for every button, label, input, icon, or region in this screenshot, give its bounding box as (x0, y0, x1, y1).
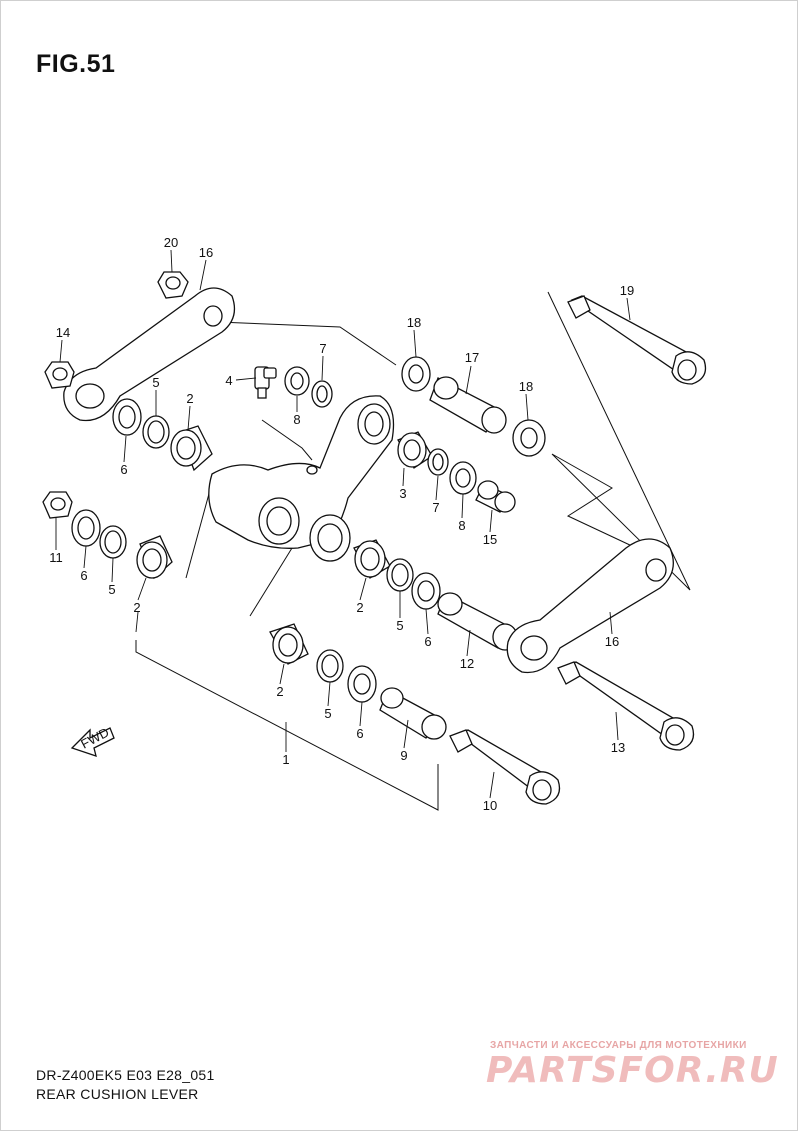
part-11-nut (42, 491, 73, 519)
callout-6-a: 6 (120, 462, 127, 477)
callout-2-b: 2 (133, 600, 140, 615)
callout-8-a: 8 (293, 412, 300, 427)
part-16-tie-rod-lower (506, 538, 674, 674)
part-16-tie-rod-upper (63, 287, 236, 422)
callout-6-b: 6 (80, 568, 87, 583)
part-15-collar (475, 480, 516, 513)
part-2-bearing-b (136, 535, 173, 580)
callout-4: 4 (225, 373, 232, 388)
callout-12: 12 (460, 656, 474, 671)
part-5-seal-c (386, 558, 414, 592)
callout-18-a: 18 (407, 315, 421, 330)
callouts: 20 16 14 6 5 2 4 8 7 18 17 18 19 3 7 8 1… (49, 235, 634, 813)
callout-6-d: 6 (356, 726, 363, 741)
callout-6-c: 6 (424, 634, 431, 649)
part-5-seal-b (99, 525, 127, 559)
callout-5-c: 5 (396, 618, 403, 633)
callout-11: 11 (49, 550, 63, 565)
callout-18-b: 18 (519, 379, 533, 394)
part-5-seal-a (142, 415, 170, 449)
callout-7-a: 7 (319, 341, 326, 356)
callout-2-c: 2 (356, 600, 363, 615)
watermark-caption: ЗАПЧАСТИ И АКСЕССУАРЫ ДЛЯ МОТОТЕХНИКИ (490, 1040, 747, 1051)
callout-19: 19 (620, 283, 634, 298)
leader-lines (55, 249, 631, 799)
part-6-washer-c (411, 572, 441, 610)
fwd-arrow-icon: FWD (70, 724, 115, 757)
part-1-cushion-lever (208, 395, 395, 562)
callout-17: 17 (465, 350, 479, 365)
callout-20: 20 (164, 235, 178, 250)
callout-8-b: 8 (458, 518, 465, 533)
section-name: REAR CUSHION LEVER (36, 1086, 199, 1102)
part-3-bearing (397, 431, 433, 469)
part-18-washer-b (512, 419, 546, 457)
part-14-nut (44, 361, 75, 389)
watermark-logo: PARTSFOR.RU (486, 1050, 779, 1091)
callout-5-a: 5 (152, 375, 159, 390)
callout-7-b: 7 (432, 500, 439, 515)
part-5-seal-d (316, 649, 344, 683)
diagram-code: DR-Z400EK5 E03 E28_051 (36, 1067, 215, 1083)
part-6-washer-d (347, 665, 377, 703)
callout-3: 3 (399, 486, 406, 501)
callout-15: 15 (483, 532, 497, 547)
part-13-bolt (557, 661, 695, 751)
callout-2-a: 2 (186, 391, 193, 406)
figure-title: FIG.51 (36, 50, 116, 78)
part-2-bearing-a (170, 425, 213, 472)
callout-5-d: 5 (324, 706, 331, 721)
callout-13: 13 (611, 740, 625, 755)
part-7-seal-b (427, 448, 449, 476)
part-6-washer-a (112, 398, 142, 436)
part-6-washer-b (71, 509, 101, 547)
part-20-nut (157, 271, 189, 299)
part-8-washer-a (284, 366, 310, 396)
part-18-washer-a (401, 356, 431, 392)
part-7-seal-a (311, 380, 333, 408)
callout-10: 10 (483, 798, 497, 813)
part-9-spacer (379, 687, 447, 740)
part-19-bolt (567, 295, 707, 385)
part-8-washer-b (449, 461, 477, 495)
callout-16-lower: 16 (605, 634, 619, 649)
part-10-bolt (449, 729, 561, 805)
callout-1: 1 (282, 752, 289, 767)
part-2-bearing-c (353, 539, 391, 579)
part-4-grease-nipple (254, 366, 277, 399)
callout-14: 14 (56, 325, 70, 340)
callout-2-d: 2 (276, 684, 283, 699)
callout-16-upper: 16 (199, 245, 213, 260)
callout-9: 9 (400, 748, 407, 763)
assembly-lines (135, 291, 691, 811)
part-12-spacer (437, 592, 518, 651)
callout-5-b: 5 (108, 582, 115, 597)
part-17-spacer (429, 376, 507, 434)
part-2-bearing-d (269, 623, 309, 665)
